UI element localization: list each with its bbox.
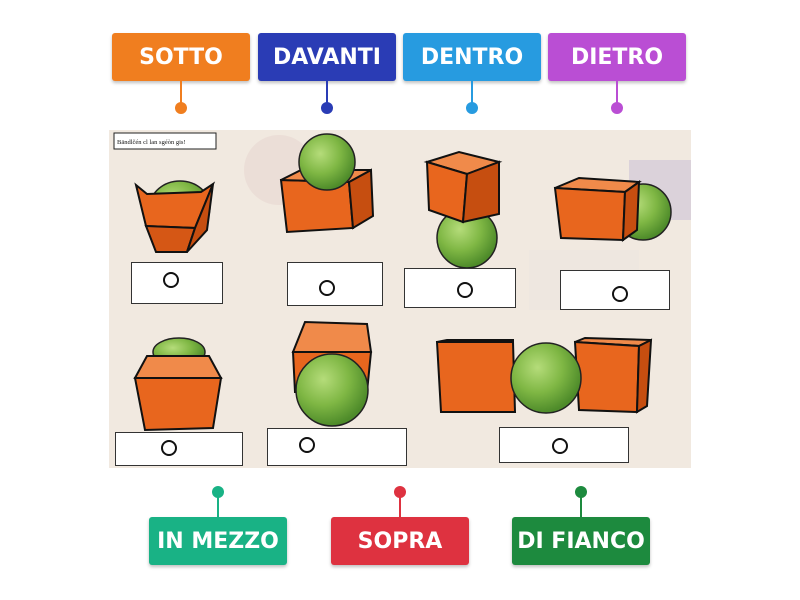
drop-target-dot[interactable] <box>394 486 406 498</box>
answer-marker[interactable] <box>161 440 177 456</box>
worksheet-image: Bändlčén cl lan sgéòn gis! <box>109 130 691 468</box>
answer-marker[interactable] <box>163 272 179 288</box>
answer-box-7[interactable] <box>499 427 629 463</box>
answer-marker[interactable] <box>319 280 335 296</box>
drop-target-dot[interactable] <box>321 102 333 114</box>
ball-peeking-box <box>133 337 223 432</box>
drop-target-dot[interactable] <box>466 102 478 114</box>
connector-line <box>180 81 182 103</box>
connector-line <box>399 496 401 518</box>
label-in-mezzo[interactable]: IN MEZZO <box>149 517 287 565</box>
answer-box-4[interactable] <box>560 270 670 310</box>
ball-in-front-box <box>291 320 373 427</box>
worksheet-caption-box <box>113 132 217 150</box>
answer-box-5[interactable] <box>115 432 243 466</box>
label-sopra[interactable]: SOPRA <box>331 517 469 565</box>
ball-between-boxes <box>435 336 653 414</box>
label-sotto[interactable]: SOTTO <box>112 33 250 81</box>
answer-box-6[interactable] <box>267 428 407 466</box>
worksheet-caption: Bändlčén cl lan sgéòn gis! <box>117 139 186 146</box>
drop-target-dot[interactable] <box>611 102 623 114</box>
answer-marker[interactable] <box>552 438 568 454</box>
connector-line <box>580 496 582 518</box>
ball-on-box <box>279 133 375 234</box>
label-di-fianco[interactable]: DI FIANCO <box>512 517 650 565</box>
answer-marker[interactable] <box>457 282 473 298</box>
box-ball-inside <box>134 180 216 253</box>
label-dentro[interactable]: DENTRO <box>403 33 541 81</box>
connector-line <box>217 496 219 518</box>
drop-target-dot[interactable] <box>175 102 187 114</box>
label-davanti[interactable]: DAVANTI <box>258 33 396 81</box>
answer-marker[interactable] <box>299 437 315 453</box>
connector-line <box>616 81 618 103</box>
answer-box-1[interactable] <box>131 262 223 304</box>
drop-target-dot[interactable] <box>212 486 224 498</box>
answer-marker[interactable] <box>612 286 628 302</box>
answer-box-2[interactable] <box>287 262 383 306</box>
ball-behind-box <box>553 176 672 243</box>
label-dietro[interactable]: DIETRO <box>548 33 686 81</box>
box-above-ball <box>423 150 503 269</box>
connector-line <box>471 81 473 103</box>
answer-box-3[interactable] <box>404 268 516 308</box>
drop-target-dot[interactable] <box>575 486 587 498</box>
connector-line <box>326 81 328 103</box>
